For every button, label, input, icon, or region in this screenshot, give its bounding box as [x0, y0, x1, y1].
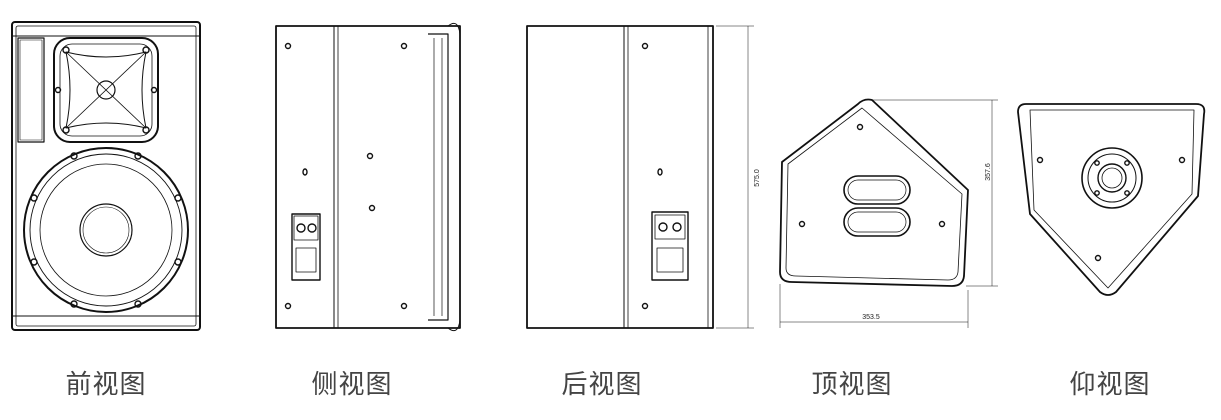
front-view-label: 前视图 [65, 370, 147, 400]
dimension-width: 353.5 [862, 314, 880, 321]
front-view-drawing [11, 21, 201, 331]
top-view-drawing [779, 98, 998, 328]
back-view-label: 后视图 [561, 370, 643, 400]
back-view-drawing [526, 25, 754, 329]
top-view-label: 顶视图 [811, 370, 893, 400]
dimension-depth: 357.6 [985, 163, 992, 181]
bottom-view-label: 仰视图 [1069, 370, 1151, 400]
side-view-label: 侧视图 [311, 370, 393, 400]
dimension-height: 575.0 [754, 169, 761, 187]
bottom-view-drawing [1017, 103, 1206, 296]
side-view-drawing [275, 22, 461, 332]
